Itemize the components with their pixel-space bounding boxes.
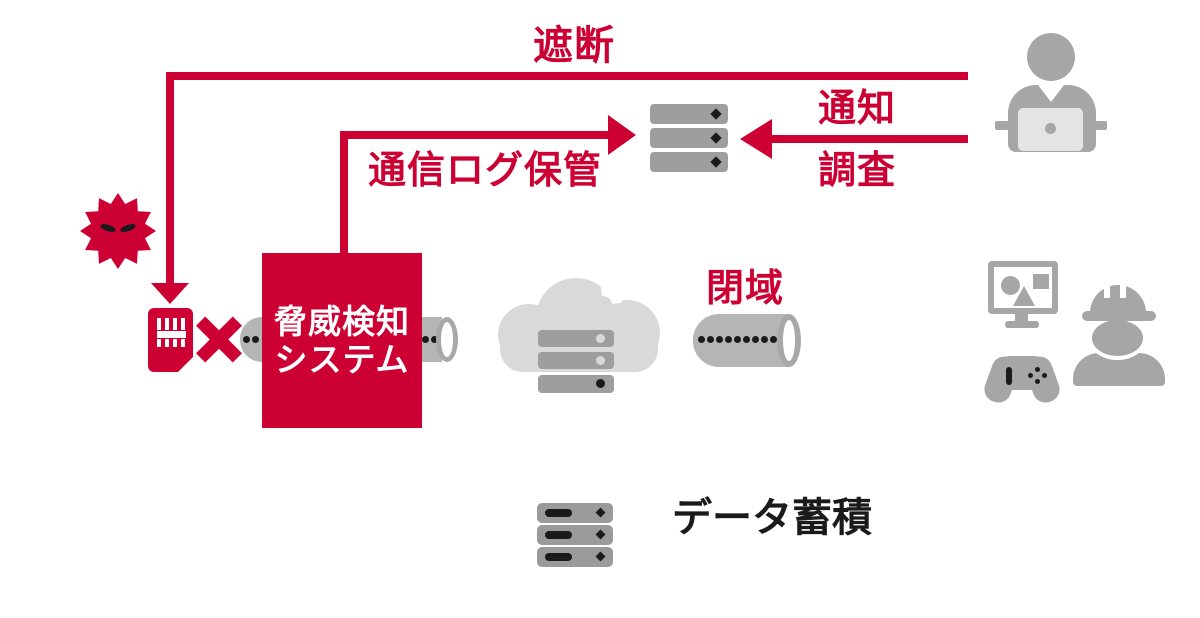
data-accumulation-label: データ蓄積 (672, 496, 872, 540)
closed-pipe-opening-ring (777, 314, 801, 367)
gamepad-button (1042, 373, 1047, 378)
closed-pipe-white-panel (695, 369, 798, 408)
notify-arrowhead-left-icon (740, 119, 772, 159)
monitor-square-shape (1033, 274, 1049, 289)
laptop-logo-dot (1045, 123, 1056, 134)
log-arrowhead-right-icon (608, 115, 636, 155)
desk-left (995, 121, 1014, 130)
threat-detection-system-box: 脅威検知 システム (262, 253, 422, 428)
gamepad-dpad (1006, 367, 1012, 385)
block-arrowhead-down-icon (151, 283, 189, 304)
worker-helmet-slit (1120, 284, 1126, 298)
gamepad-button (1035, 367, 1040, 372)
log-arrow-vertical-line (340, 131, 348, 253)
notify-arrow-line (770, 135, 968, 143)
malware-icon (80, 193, 156, 269)
gamepad-button (1028, 373, 1033, 378)
sim-chip-stripes-bottom (157, 339, 186, 347)
log-storage-label: 通信ログ保管 (368, 150, 603, 192)
threat-system-label-line2: システム (274, 340, 410, 378)
desk-right (1088, 121, 1107, 130)
threat-system-label-line1: 脅威検知 (274, 302, 410, 340)
worker-helmet-dome (1090, 285, 1146, 314)
notify-label: 通知 (818, 88, 897, 130)
monitor-triangle-shape (1013, 286, 1035, 306)
operator-collar (1038, 85, 1064, 102)
operator-head (1027, 33, 1075, 81)
worker-helmet-brim (1082, 311, 1156, 321)
log-arrow-horizontal-line (340, 131, 608, 139)
sim-chip-stripes-top (157, 318, 186, 330)
closed-network-label: 閉域 (706, 268, 785, 310)
gamepad-button (1035, 379, 1040, 384)
pipe-opening-ring (436, 317, 458, 362)
block-arrow-horizontal-line (166, 72, 968, 80)
worker-helmet-slit (1104, 284, 1110, 298)
worker-shoulders (1073, 353, 1165, 386)
sim-chip-bar (157, 331, 186, 338)
investigate-label: 調査 (818, 150, 897, 192)
block-arrow-vertical-line (166, 72, 174, 284)
worker-face (1092, 320, 1143, 356)
block-label: 遮断 (533, 24, 615, 68)
